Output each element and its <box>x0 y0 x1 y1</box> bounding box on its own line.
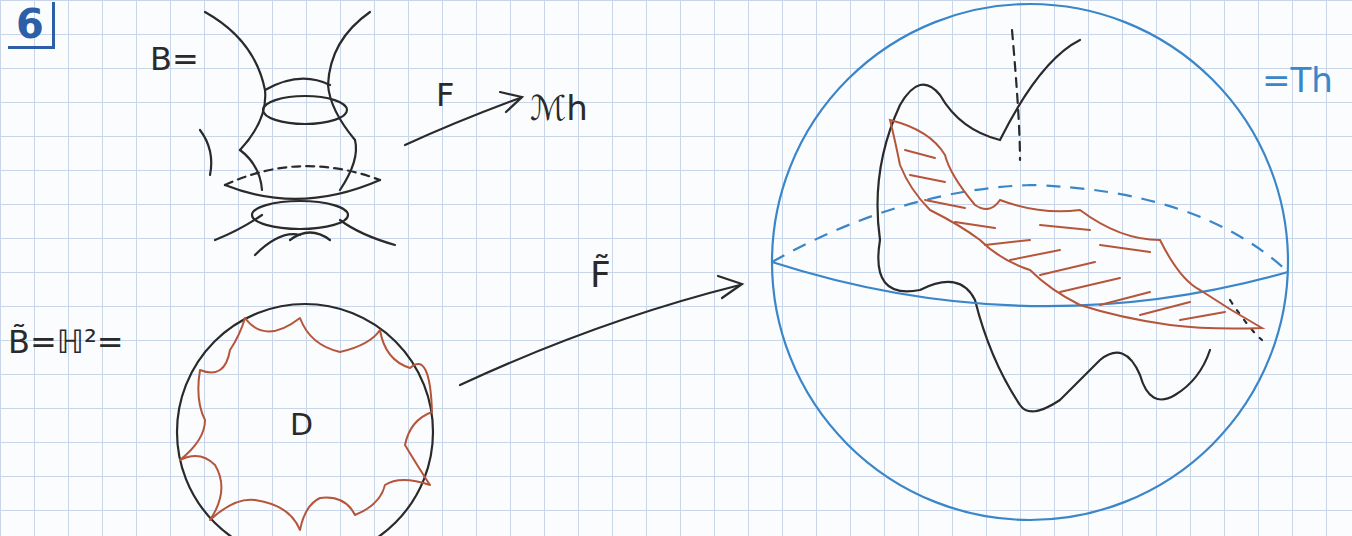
map-label: F <box>436 78 454 113</box>
space-label: =Th <box>1262 62 1333 99</box>
target-label: ℳh <box>530 90 588 127</box>
domain-label: D <box>290 408 313 441</box>
surface-label: B= <box>150 42 199 77</box>
cover-label: B̃=ℍ²= <box>8 325 124 360</box>
lift-label: F̃ <box>590 255 611 295</box>
figure-number: 6 <box>8 2 55 49</box>
